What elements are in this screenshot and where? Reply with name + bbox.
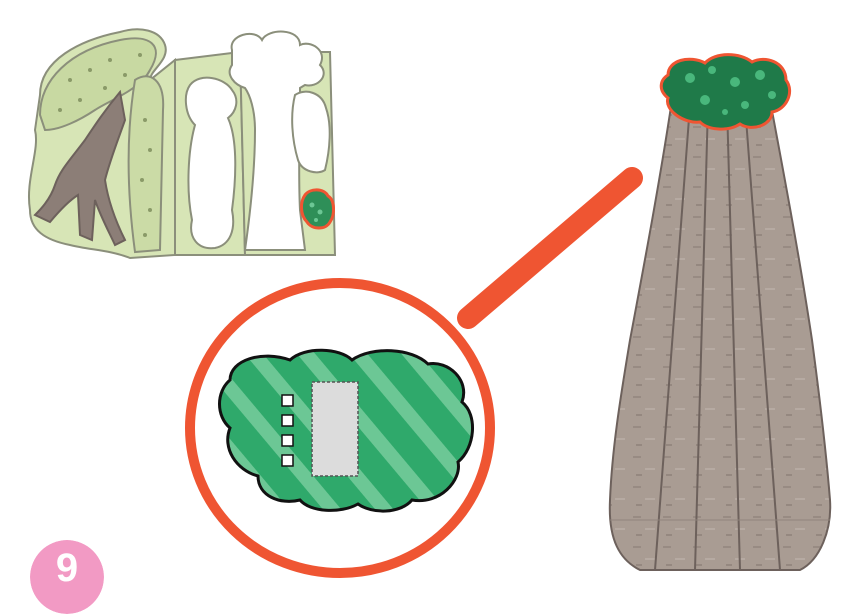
papercraft-sheet-icon <box>29 29 335 258</box>
step-number-label: 9 <box>30 548 104 588</box>
illustration-canvas: 9 <box>0 0 848 587</box>
step-number-icon: 9 <box>30 540 104 614</box>
papercraft-tree-icon <box>610 55 830 570</box>
